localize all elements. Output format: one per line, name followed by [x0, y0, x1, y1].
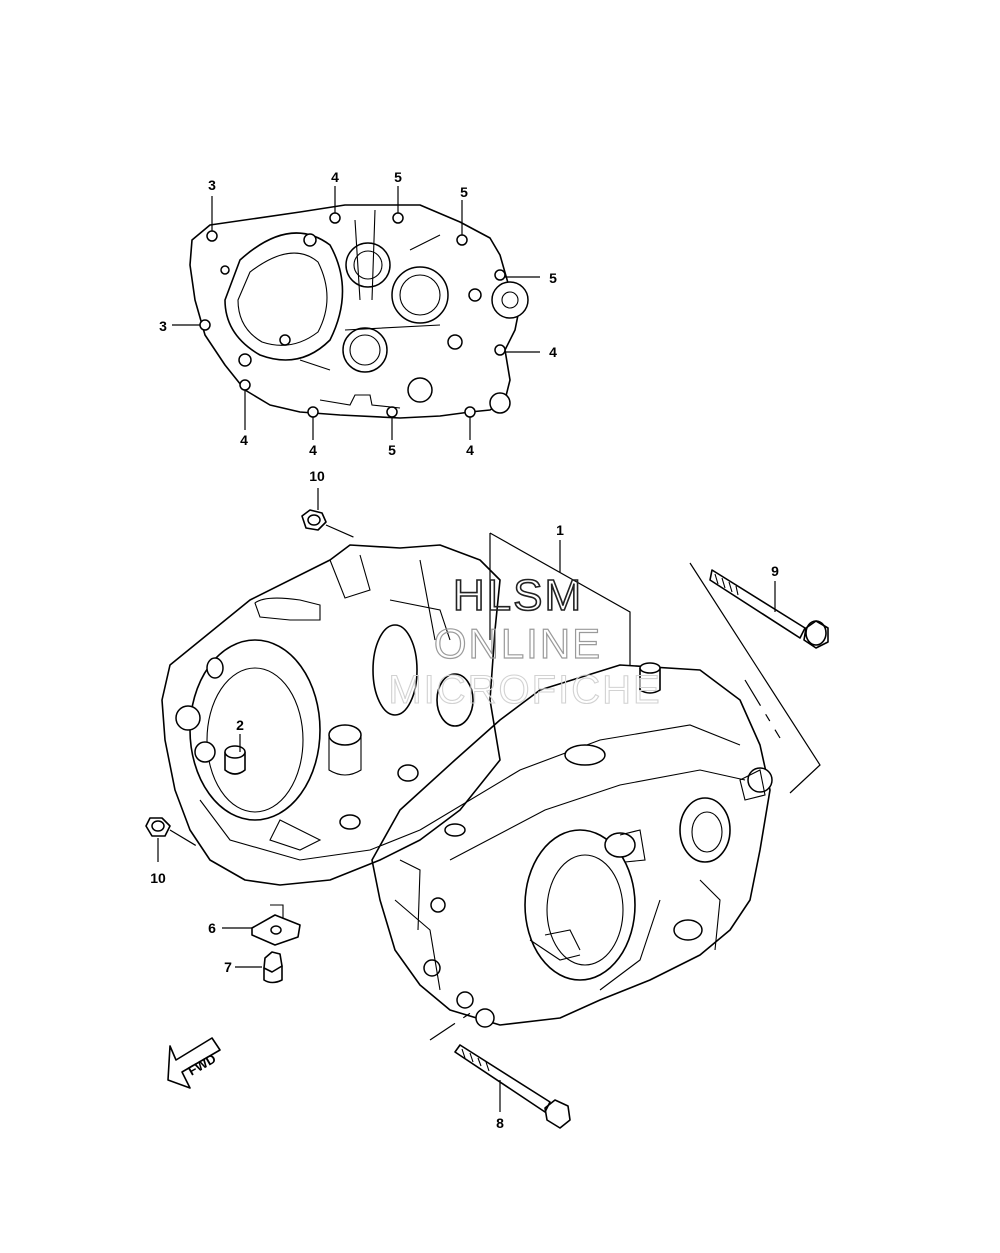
bolt-8: [429, 1009, 571, 1129]
callout-label: 10: [309, 468, 325, 484]
bolt-9: [709, 569, 829, 649]
fwd-label: FWD: [185, 1051, 218, 1079]
watermark-line2: ONLINE: [434, 620, 602, 667]
callout-1-bracket: [489, 532, 631, 665]
nut-10-top: [301, 488, 361, 541]
right-crankcase-half: [371, 662, 773, 1028]
callout-label: 9: [771, 563, 779, 579]
nut-10-left: [145, 817, 201, 862]
callout-label: 5: [460, 184, 468, 200]
callout-labels: 3 4 5 5 5 3 4 4 4 5 4 10 1 9 2 10 6 7 8: [150, 169, 779, 1131]
callout-label: 4: [466, 442, 474, 458]
fwd-arrow-icon: FWD: [167, 1037, 221, 1089]
crankcase-face-outline: [189, 204, 529, 419]
plate-6: [222, 904, 301, 946]
bolt-7: [235, 951, 283, 984]
callout-label: 4: [331, 169, 339, 185]
watermark-line1: HLSM: [453, 571, 583, 620]
upper-leader-lines: [172, 186, 540, 440]
callout-label: 6: [208, 920, 216, 936]
callout-label: 8: [496, 1115, 504, 1131]
callout-label: 5: [549, 270, 557, 286]
callout-label: 4: [309, 442, 317, 458]
callout-label: 7: [224, 959, 232, 975]
callout-label: 4: [549, 344, 557, 360]
callout-9-bracket: [689, 562, 821, 794]
watermark-line3: MICROFICHE: [388, 668, 661, 712]
callout-label: 3: [159, 318, 167, 334]
callout-label: 5: [394, 169, 402, 185]
callout-label: 10: [150, 870, 166, 886]
callout-label: 4: [240, 432, 248, 448]
callout-label: 5: [388, 442, 396, 458]
watermark: HLSM ONLINE MICROFICHE: [388, 570, 661, 712]
callout-label: 2: [236, 717, 244, 733]
callout-label: 1: [556, 522, 564, 538]
callout-label: 3: [208, 177, 216, 193]
